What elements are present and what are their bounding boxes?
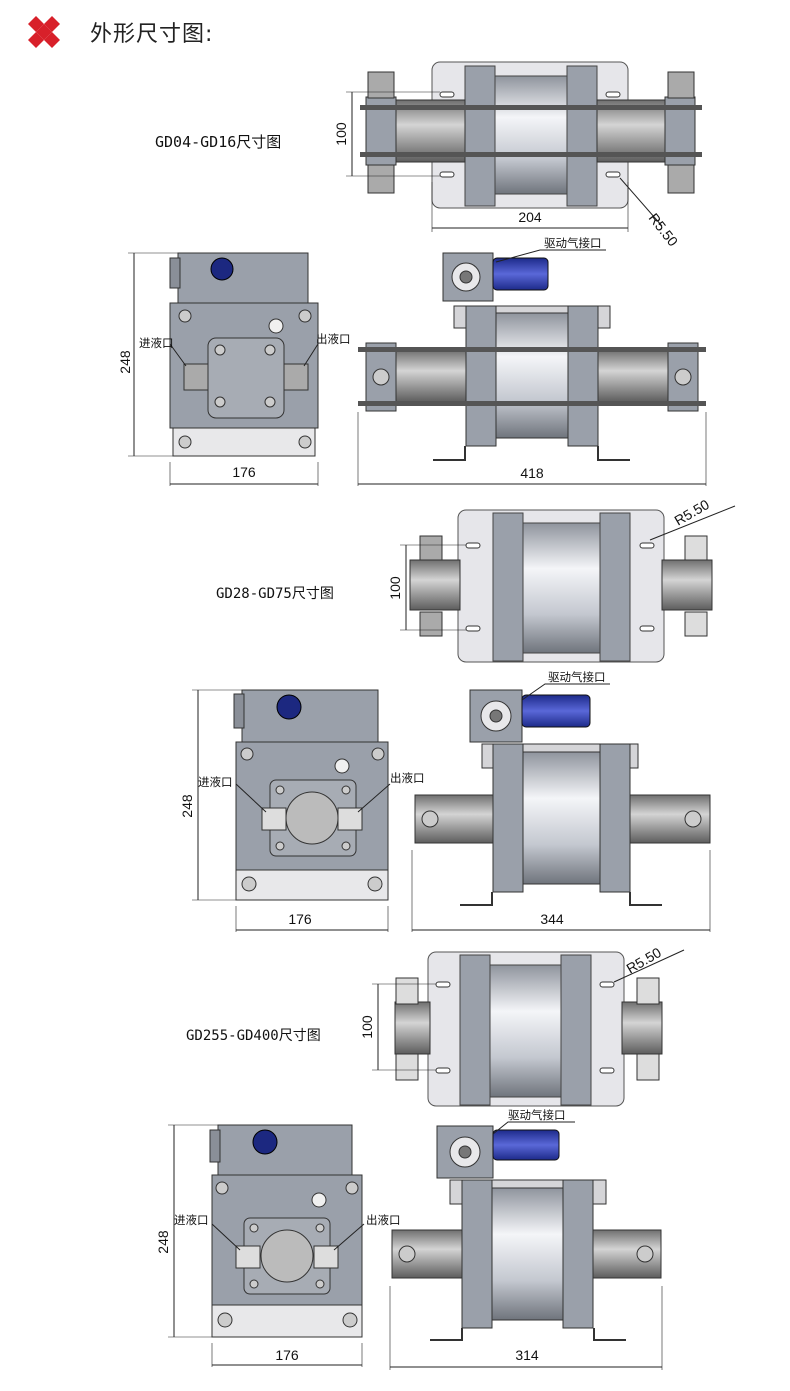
side-view-gd04 (128, 252, 319, 486)
inlet-label-2: 进液口 (198, 775, 233, 789)
dim-side-height: 248 (117, 350, 133, 374)
inlet-label-3: 进液口 (174, 1213, 209, 1227)
front-view-gd04 (357, 249, 707, 486)
top-view-gd04 (346, 61, 702, 232)
page-title: 外形尺寸图: (90, 22, 214, 47)
dim-radius: R5.50 (646, 210, 682, 249)
outlet-label: 出液口 (316, 332, 351, 346)
air-port-label: 驱动气接口 (544, 236, 602, 250)
dim-front-length-2: 344 (540, 911, 564, 927)
model-label-gd04-gd16: GD04-GD16尺寸图 (155, 133, 282, 151)
dim-height-100-2: 100 (387, 576, 403, 600)
model-label-gd255-gd400: GD255-GD400尺寸图 (186, 1028, 321, 1044)
top-view-gd255 (372, 949, 685, 1107)
page-header: 外形尺寸图: (22, 10, 213, 54)
dim-side-width: 176 (232, 464, 256, 480)
model-label-gd28-gd75: GD28-GD75尺寸图 (216, 586, 334, 602)
dim-side-height-3: 248 (155, 1230, 171, 1254)
air-port-label-2: 驱动气接口 (548, 670, 606, 684)
red-diamond-logo-icon (22, 10, 74, 54)
dim-height-100: 100 (333, 122, 349, 146)
dim-width-204: 204 (518, 209, 542, 225)
dim-side-width-2: 176 (288, 911, 312, 927)
side-view-gd255 (168, 1124, 365, 1367)
air-port-label-3: 驱动气接口 (508, 1108, 566, 1122)
dim-front-length-3: 314 (515, 1347, 539, 1363)
front-view-gd255 (389, 1121, 663, 1370)
side-view-gd28 (192, 689, 391, 932)
front-view-gd28 (411, 683, 711, 932)
dim-front-length: 418 (520, 465, 544, 481)
dim-height-100-3: 100 (359, 1015, 375, 1039)
outlet-label-2: 出液口 (390, 771, 425, 785)
outlet-label-3: 出液口 (366, 1213, 401, 1227)
dim-radius-3: R5.50 (624, 944, 665, 977)
dim-side-height-2: 248 (179, 794, 195, 818)
inlet-label: 进液口 (139, 336, 174, 350)
dim-side-width-3: 176 (275, 1347, 299, 1363)
top-view-gd28 (400, 505, 736, 663)
